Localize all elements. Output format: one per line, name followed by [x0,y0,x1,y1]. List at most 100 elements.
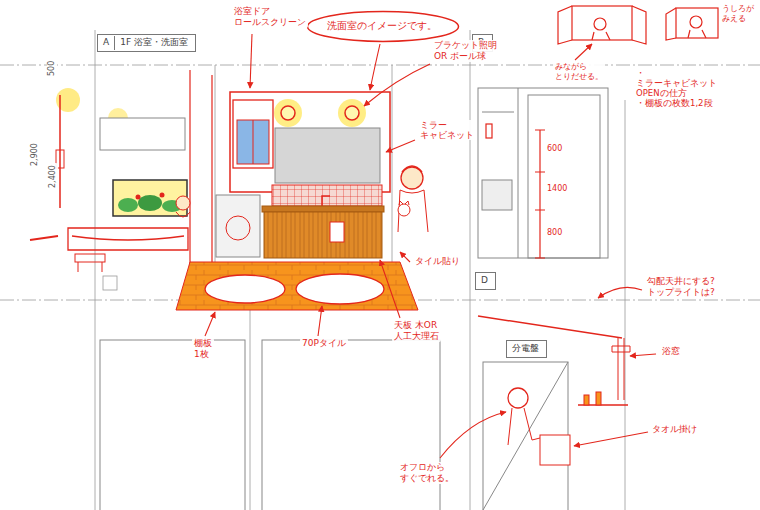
washroom-illustration [330,222,344,242]
washroom-illustration [262,206,384,212]
bathroom-illustration [138,195,162,211]
bathroom-illustration [75,254,105,262]
bathroom-illustration [189,70,190,268]
washroom-illustration [338,99,366,127]
leader-arrow [598,287,642,298]
washroom-illustration [233,100,273,168]
bathroom-illustration [78,262,102,272]
elevation-outline [482,180,512,210]
leader-arrow [380,260,400,318]
bubble-outline [308,12,459,42]
leader-arrow [574,432,648,446]
annotation-note: タイル貼り [413,256,462,266]
elevation-outline [482,112,514,113]
leader-arrow [630,354,656,356]
washroom-illustration [253,120,254,164]
washroom-illustration [402,166,422,172]
cabinet-sketch [676,8,718,38]
bathroom-illustration [176,212,190,217]
leader-arrow [250,34,252,88]
leader-arrow [440,412,506,458]
sheet-grid [95,30,96,510]
annotation-note: 棚板 1枚 [192,338,214,360]
washroom-illustration [322,196,330,206]
cabinet-sketch [688,30,706,38]
washroom-illustration [398,190,428,232]
dimension-line [535,130,545,258]
bathroom-illustration [160,193,165,198]
bathroom-section [508,408,540,445]
washroom-illustration [205,275,285,303]
bathroom-illustration [136,195,141,200]
annotation-note: ミラー キャビネット [418,120,476,140]
box-label: 分電盤 [507,342,544,355]
washroom-illustration [216,195,260,257]
annotation-note: 70Pタイル [300,338,348,349]
dimension-value: 2,900 [30,141,40,168]
dimension-value: 1400 [545,184,569,194]
bathroom-illustration [118,198,138,212]
washroom-illustration [176,262,418,310]
leader-arrow [386,140,415,152]
washroom-illustration [176,92,428,310]
bathroom-section [596,392,601,405]
dimension-value: 2,400 [48,163,58,190]
box-label: A [98,36,114,49]
annotation-note: 浴窓 [660,346,682,357]
washroom-illustration [264,212,382,258]
elevation-outline [528,95,600,258]
bathroom-section [618,338,624,400]
annotation-note: ・ミラーキャビネット OPENの仕方 [634,68,719,99]
sheet-grid [470,30,471,510]
sheet-grid [625,100,626,300]
washroom-illustration [296,274,384,304]
leader-arrow [318,306,322,336]
washroom-illustration [230,92,390,192]
box-label: D [476,274,493,287]
washroom-illustration [399,201,409,205]
sheet-grid [0,30,760,510]
dimension-line [486,124,545,258]
box-label: 洗面室のイメージです。 [322,19,442,34]
speech-bubble: 洗面室のイメージです。 [306,10,460,43]
bathroom-illustration [59,95,61,208]
sheet-grid [250,300,251,510]
washroom-illustration [274,99,302,127]
dimension-line [539,130,540,258]
washroom-illustration [398,204,410,216]
bathroom-illustration [113,180,187,216]
washroom-illustration [237,120,269,164]
elevation-outline [478,88,608,258]
cabinet-sketch [558,6,646,44]
dimension-value: 600 [545,144,564,154]
cabinet-sketch [592,32,610,40]
annotation-note: 天板 木OR 人工大理石 [392,320,441,342]
box-title: 1F 浴室・洗面室 [114,36,193,49]
annotation-note: みながら とりだせる。 [553,62,605,81]
elevation-outline [478,88,608,258]
bathroom-illustration [30,236,58,240]
bathroom-section [478,316,622,338]
elevation-outline [100,340,245,510]
annotation-note: タオル掛け [650,424,699,435]
cabinet-sketch [572,6,632,40]
annotation-note: うしろが みえる [720,4,756,23]
sheet-title-box: A1F 浴室・洗面室 [97,34,196,52]
leader-arrow [575,44,592,60]
cabinet-sketch [690,16,702,28]
annotation-note: オフロから すぐでれる。 [398,462,456,484]
annotation-note: ブラケット照明 OR ボール球 [432,40,499,62]
washroom-illustration [226,216,250,240]
dimension-value: 500 [47,59,57,78]
washroom-illustration [275,128,380,183]
elevation-outline [518,88,519,258]
leader-arrow [400,252,410,262]
sheet-grid [103,276,117,290]
bathroom-illustration [100,118,185,150]
washroom-illustration [281,106,295,120]
leader-arrow [205,312,215,336]
sheet-grid [0,65,760,66]
panel-id-box: D [475,272,496,290]
cabinet-sketch [558,6,718,44]
bathroom-illustration [211,75,212,262]
